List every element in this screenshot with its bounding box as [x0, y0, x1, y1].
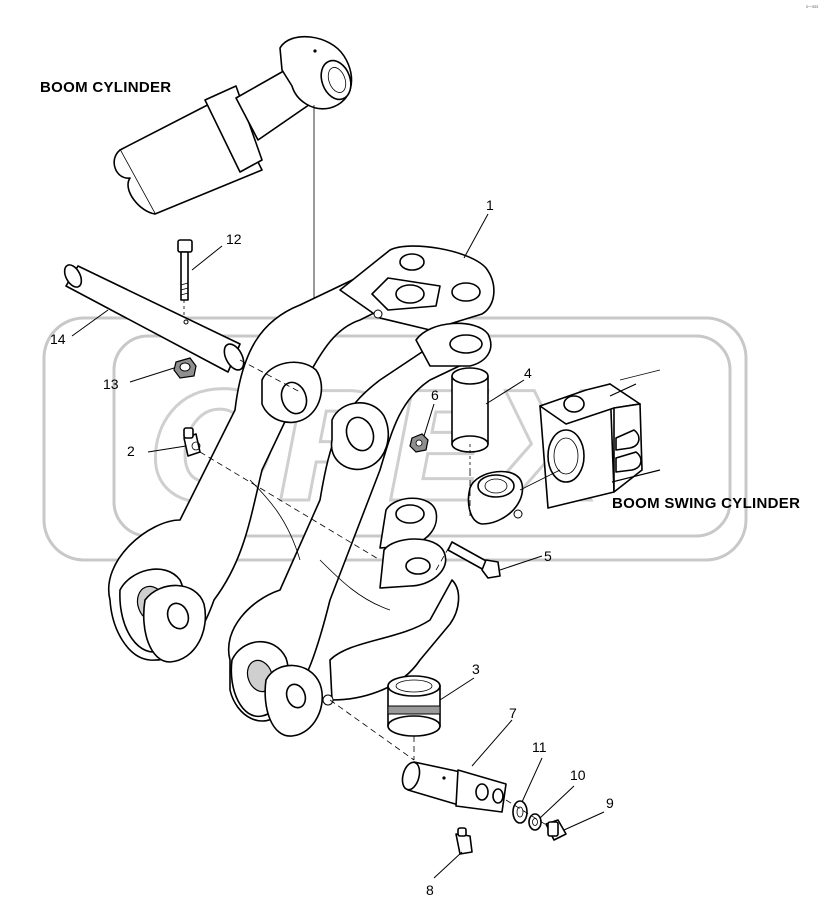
callout-6: 6 — [431, 387, 439, 403]
callout-14: 14 — [50, 331, 66, 347]
pin-14 — [63, 264, 245, 373]
callout-3: 3 — [472, 661, 480, 677]
callout-10: 10 — [570, 767, 586, 783]
bolt-12 — [177, 239, 193, 318]
washer-10 — [528, 813, 542, 831]
boom-swing-cylinder-label: BOOM SWING CYLINDER — [612, 495, 800, 512]
grease-fitting-8 — [455, 827, 473, 855]
assembly-lines — [199, 359, 549, 827]
callout-1: 1 — [486, 197, 494, 213]
callout-13: 13 — [103, 376, 119, 392]
callout-9: 9 — [606, 795, 614, 811]
callout-labels: 1 2 3 4 5 6 7 8 9 10 11 12 13 14 — [50, 197, 614, 898]
nut-13 — [173, 357, 197, 379]
callout-11: 11 — [532, 739, 547, 755]
boom-bracket — [107, 245, 495, 737]
callout-7: 7 — [509, 705, 517, 721]
nut-6 — [409, 433, 429, 453]
boom-cylinder — [113, 35, 353, 322]
callout-2: 2 — [127, 443, 135, 459]
bolt-9 — [545, 819, 567, 841]
boom-cylinder-label: BOOM CYLINDER — [40, 79, 171, 96]
callout-5: 5 — [544, 548, 552, 564]
leader-lines — [71, 213, 605, 879]
bushing-3 — [387, 675, 441, 737]
callout-12: 12 — [226, 231, 242, 247]
callout-4: 4 — [524, 365, 532, 381]
callout-8: 8 — [426, 882, 434, 898]
bolt-5 — [447, 541, 501, 579]
corner-mark: s—sss — [806, 4, 818, 9]
boom-swing-cylinder — [467, 369, 661, 525]
pin-7 — [401, 761, 507, 813]
pin-4 — [451, 367, 489, 470]
